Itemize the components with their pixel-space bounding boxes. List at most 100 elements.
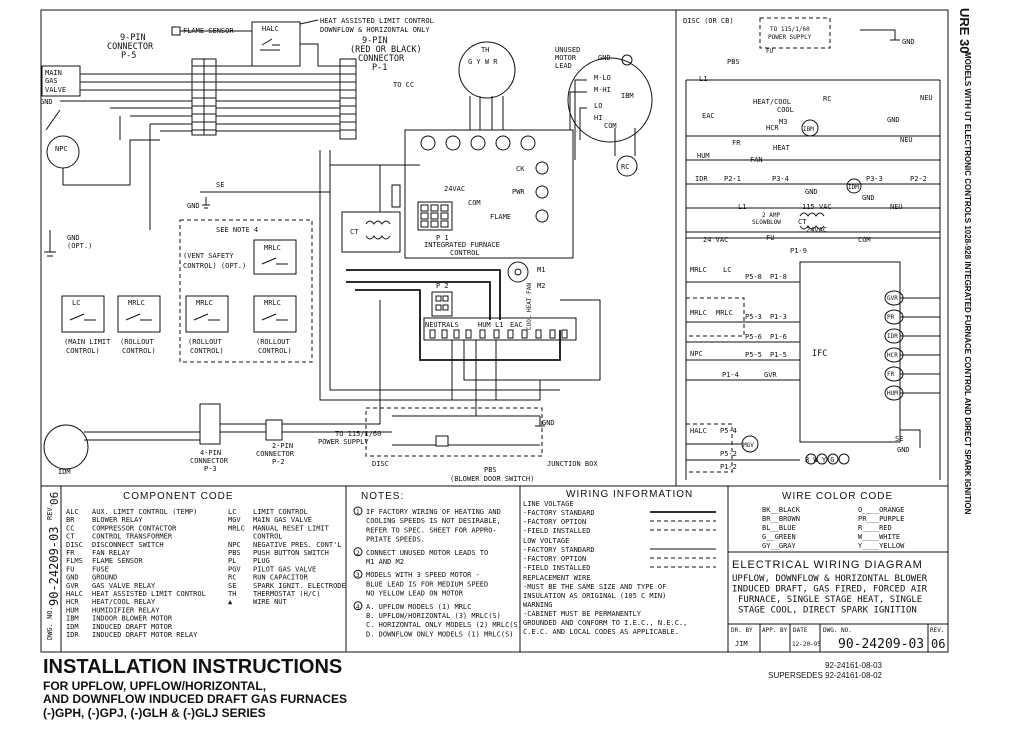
pbs-label: PBS bbox=[484, 466, 497, 474]
see-note-4-region bbox=[179, 219, 313, 363]
component-code-abbr: FR bbox=[66, 549, 75, 557]
motor-com: COM bbox=[604, 122, 617, 130]
eac-label: EAC bbox=[510, 321, 523, 329]
wire-color-item: Y____YELLOW bbox=[858, 542, 905, 550]
eac-ladder-label: EAC bbox=[702, 112, 715, 120]
relay-coil: GVR bbox=[884, 290, 940, 306]
component-code-desc: PLUG bbox=[253, 557, 270, 565]
mrlc-ladder-label-2: MRLC bbox=[690, 309, 707, 317]
halc-label: HALC bbox=[262, 25, 279, 33]
ct-label: CT bbox=[350, 228, 359, 236]
p1-label: P 1 bbox=[436, 234, 449, 242]
component-code-desc: GROUND bbox=[92, 574, 117, 582]
pbs-ladder-label: PBS bbox=[727, 58, 740, 66]
p1-9-label: P1-9 bbox=[790, 247, 807, 255]
gnd-opt-label-2: (OPT.) bbox=[67, 242, 92, 250]
connector-p2 bbox=[265, 419, 283, 441]
npc-ladder-label: NPC bbox=[690, 350, 703, 358]
junction-box-label: JUNCTION BOX bbox=[547, 460, 598, 468]
motor-m-hi: M-HI bbox=[594, 86, 611, 94]
footer-line-3: (-)GPH, (-)GPJ, (-)GLH & (-)GLJ SERIES bbox=[43, 706, 266, 720]
hcr-label: HCR bbox=[766, 124, 779, 132]
component-code-abbr: ▲ bbox=[228, 598, 233, 606]
power-supply-label-1: TO 115/1/60 bbox=[335, 430, 381, 438]
disc-or-cb-label: DISC (OR CB) bbox=[683, 17, 734, 25]
footer-line-1: FOR UPFLOW, UPFLOW/HORIZONTAL, bbox=[43, 679, 267, 693]
halc-note-1: HEAT ASSISTED LIMIT CONTROL bbox=[320, 17, 434, 25]
note-line: A. UPFLOW MODELS (1) MRLC bbox=[366, 603, 471, 611]
flame-label: FLAME bbox=[490, 213, 511, 221]
component-code-abbr: GND bbox=[66, 574, 79, 582]
component-code-abbr: HUM bbox=[66, 606, 79, 614]
app-by-label: APP. BY bbox=[762, 627, 788, 634]
footer-title: INSTALLATION INSTRUCTIONS bbox=[43, 656, 343, 678]
unused-lead-1: UNUSED bbox=[555, 46, 580, 54]
v24vac-ladder-label: 24VAC bbox=[806, 226, 827, 234]
connector-p1-pins bbox=[340, 65, 356, 131]
component-code-desc: COMPRESSOR CONTACTOR bbox=[92, 524, 177, 532]
diagram-title-line: FURNACE, SINGLE STAGE HEAT, SINGLE bbox=[738, 595, 922, 605]
note-number: 4 bbox=[356, 604, 360, 611]
dr-by: JIM bbox=[735, 640, 748, 648]
component-code-abbr: PBS bbox=[228, 549, 241, 557]
wiring-info-title: WIRING INFORMATION bbox=[566, 489, 693, 500]
v24-label: 24 VAC bbox=[703, 236, 728, 244]
control-transformer bbox=[341, 211, 401, 253]
nine-pin-a-label-2: CONNECTOR bbox=[107, 42, 154, 52]
wiring-line-voltage: LINE VOLTAGE bbox=[523, 500, 574, 508]
component-code-abbr: SE bbox=[228, 582, 236, 590]
component-code-desc: PILOT GAS VALVE bbox=[253, 565, 316, 573]
wiring-warn-item: -CABINET MUST BE PERMANENTLY bbox=[523, 610, 642, 618]
four-pin-label-3: P-3 bbox=[204, 465, 217, 473]
component-code-abbr: PGV bbox=[228, 565, 241, 573]
note-line: D. DOWNFLOW ONLY MODELS (1) MRLC(S) bbox=[366, 630, 514, 638]
ifc-label: IFC bbox=[812, 349, 827, 359]
dwg-label: DWG. NO. bbox=[823, 627, 852, 634]
rev-label: REV. bbox=[930, 627, 944, 634]
rwyg-label: R W Y G bbox=[805, 456, 835, 464]
gnd-label-se: GND bbox=[187, 202, 200, 210]
p5-4-label: P5-4 bbox=[720, 427, 737, 435]
diagram-title: ELECTRICAL WIRING DIAGRAM bbox=[732, 559, 923, 571]
limit-caption-1: (ROLLOUT bbox=[120, 338, 155, 346]
heat-label: HEAT bbox=[773, 144, 791, 152]
component-code-abbr: HALC bbox=[66, 590, 83, 598]
wiring-replacement: REPLACEMENT WIRE bbox=[523, 574, 590, 582]
nine-pin-b-label-3: CONNECTOR bbox=[358, 54, 405, 64]
gnd-ladder-5: GND bbox=[897, 446, 910, 454]
component-code-abbr: BR bbox=[66, 516, 75, 524]
integrated-label-1: INTEGRATED FURNACE bbox=[424, 241, 500, 249]
wire-color-item: BK__BLACK bbox=[762, 506, 801, 514]
to-cc-label: TO CC bbox=[393, 81, 414, 89]
diagram-border bbox=[40, 9, 949, 653]
ifc-leds bbox=[535, 161, 549, 223]
limit-switch-label: MRLC bbox=[264, 299, 281, 307]
component-code-desc: CONTROL bbox=[253, 533, 283, 541]
halc-ladder-label: HALC bbox=[690, 427, 707, 435]
limit-caption-2: CONTROL) bbox=[66, 347, 100, 355]
p5-3-label: P5-3 bbox=[745, 313, 762, 321]
component-code-desc: RUN CAPACITOR bbox=[253, 574, 309, 582]
limit-caption-2: CONTROL) bbox=[258, 347, 292, 355]
vent-safety-switch: MRLC bbox=[253, 239, 297, 275]
nine-pin-b-label-2: (RED OR BLACK) bbox=[350, 45, 422, 55]
component-code-desc: MANUAL RESET LIMIT bbox=[253, 524, 330, 532]
p2-1-label: P2-1 bbox=[724, 175, 741, 183]
limit-caption-2: CONTROL) bbox=[122, 347, 156, 355]
wire-color-item: R____RED bbox=[858, 524, 892, 532]
run-capacitor bbox=[616, 155, 638, 177]
limit-switch-label: LC bbox=[72, 299, 80, 307]
com-label: COM bbox=[468, 199, 481, 207]
p2-2-label: P2-2 bbox=[910, 175, 927, 183]
component-code-abbr: MGV bbox=[228, 516, 241, 524]
note-line: PRIATE SPEEDS. bbox=[366, 536, 425, 544]
component-code-abbr: PL bbox=[228, 557, 236, 565]
component-code-abbr: CT bbox=[66, 533, 75, 541]
motor-lo: LO bbox=[594, 102, 602, 110]
limit-caption-1: (MAIN LIMIT bbox=[64, 338, 111, 346]
ifc-block bbox=[799, 261, 901, 443]
p5-8-label: P5-8 bbox=[745, 273, 762, 281]
svg-text:HUM: HUM bbox=[887, 390, 898, 397]
